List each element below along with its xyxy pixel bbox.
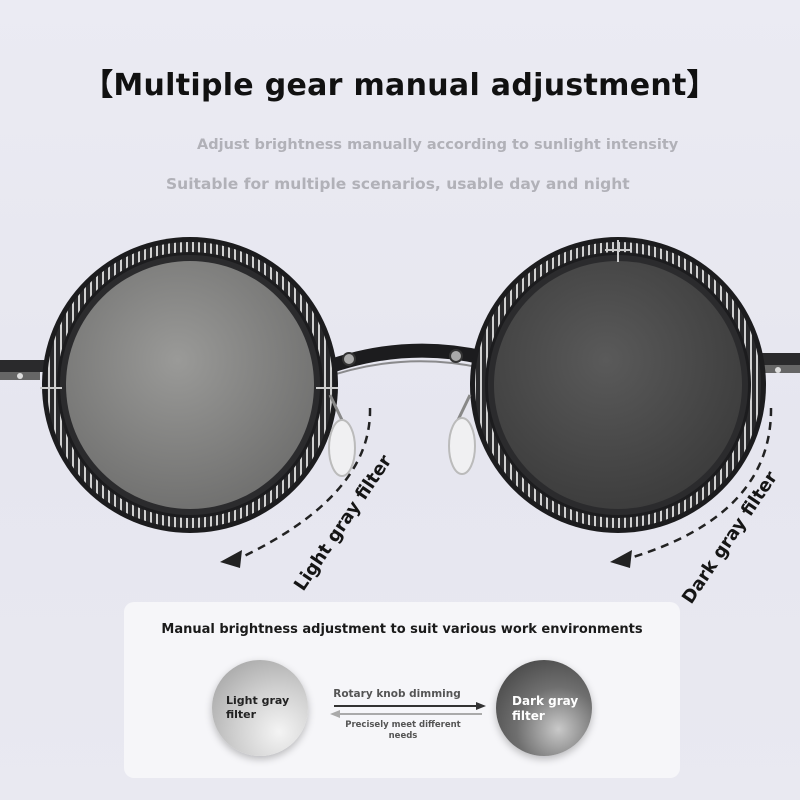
right-lens <box>470 237 766 533</box>
light-swatch-label-line2: filter <box>226 707 257 721</box>
left-temple-arm <box>0 360 52 380</box>
precise-needs-label: Precisely meet different needs <box>345 720 461 742</box>
bridge <box>312 343 487 381</box>
double-arrow-icon <box>330 702 486 718</box>
info-card-title: Manual brightness adjustment to suit var… <box>161 622 643 637</box>
dark-swatch-label-line2: filter <box>512 709 545 723</box>
right-temple-arm <box>755 353 800 373</box>
light-gray-swatch: Light gray filter <box>212 660 308 756</box>
nose-pads <box>328 394 476 477</box>
page-title: 【Multiple gear manual adjustment】 <box>83 68 717 103</box>
light-swatch-label-line1: Light gray <box>226 694 290 707</box>
dark-swatch-label-line1: Dark gray <box>512 694 579 708</box>
left-rotation-arrow <box>220 407 372 568</box>
rotary-knob-label: Rotary knob dimming <box>333 688 461 700</box>
subtitle-brightness: Adjust brightness manually according to … <box>197 137 679 153</box>
info-card: Manual brightness adjustment to suit var… <box>124 602 680 778</box>
dark-gray-swatch: Dark gray filter <box>496 660 592 756</box>
right-rotation-arrow <box>610 407 773 568</box>
left-lens <box>40 237 338 533</box>
subtitle-scenarios: Suitable for multiple scenarios, usable … <box>166 175 630 193</box>
